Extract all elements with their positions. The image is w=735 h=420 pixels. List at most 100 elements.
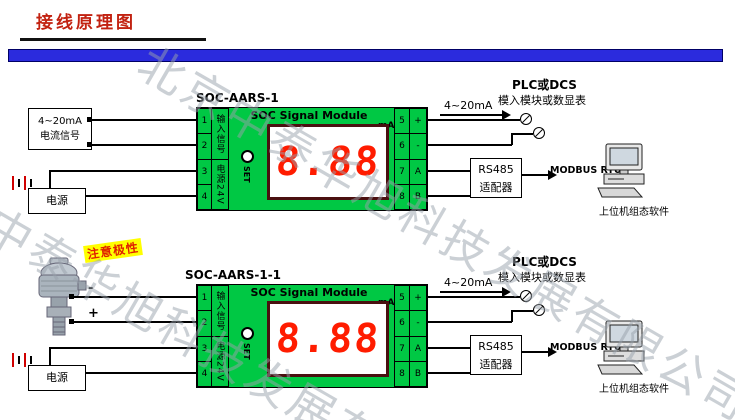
rs485-adapter-box: RS485 适配器 — [470, 158, 522, 198]
arrow-head-icon — [502, 287, 511, 297]
wire — [511, 133, 533, 135]
battery-icon — [12, 176, 32, 190]
modbus-rtu-label: MODBUS RTU — [550, 342, 622, 353]
terminal-plus: + — [409, 285, 427, 312]
terminal-plus: + — [409, 108, 427, 135]
terminal-a: A — [409, 158, 427, 185]
wire — [511, 310, 533, 312]
module-name-label: SOC-AARS-1-1 — [185, 268, 282, 282]
wire — [426, 119, 520, 121]
terminal-6: 6 — [394, 133, 410, 160]
arrow-head-icon — [502, 110, 511, 120]
module-name-label: SOC-AARS-1 — [196, 91, 279, 105]
wire-junction — [69, 294, 74, 299]
seven-segment-display: 8.88 — [267, 124, 389, 200]
wire-junction — [87, 117, 92, 122]
module-title: SOC Signal Module — [250, 109, 368, 122]
terminal-8: 8 — [394, 360, 410, 387]
input-signal-label: 输入信号 — [214, 290, 225, 331]
signal-range-label: 4~20mA — [37, 116, 83, 127]
left-terminal-column: 1 2 3 4 — [197, 285, 212, 387]
set-button-label: SET — [242, 343, 251, 360]
right-terminal-number-column: 5 6 7 8 — [394, 285, 410, 387]
display-value: 8.88 — [274, 316, 382, 362]
terminal-circle-icon — [520, 113, 532, 125]
wire — [426, 195, 470, 197]
wire — [426, 347, 470, 349]
wire — [72, 321, 196, 323]
output-range-label: 4~20mA — [444, 276, 493, 289]
terminal-a: A — [409, 335, 427, 362]
computer-icon — [597, 320, 645, 375]
terminal-4: 4 — [197, 360, 212, 387]
arrow-line — [440, 114, 502, 116]
current-signal-source-box: 4~20mA 电流信号 — [28, 108, 92, 150]
arrow-line — [522, 174, 548, 176]
soc-signal-module: 1 2 3 4 输入信号 电源24V SOC Signal Module mA … — [196, 284, 428, 388]
modbus-rtu-label: MODBUS RTU — [550, 165, 622, 176]
computer-icon — [597, 143, 645, 198]
plc-label: PLC或DCS — [512, 78, 577, 92]
terminal-5: 5 — [394, 108, 410, 135]
arrow-line — [440, 291, 502, 293]
terminal-4: 4 — [197, 183, 212, 210]
terminal-7: 7 — [394, 158, 410, 185]
polarity-note: 注意极性 — [83, 238, 143, 263]
wire — [426, 144, 512, 146]
terminal-1: 1 — [197, 108, 212, 135]
terminal-3: 3 — [197, 335, 212, 362]
wire — [72, 296, 196, 298]
set-button[interactable] — [241, 150, 254, 163]
wire — [49, 348, 51, 365]
wire — [49, 171, 51, 188]
terminal-label-column: 输入信号 电源24V — [211, 108, 229, 210]
power-supply-box: 电源 — [28, 365, 86, 391]
wire — [511, 134, 513, 145]
set-button-label: SET — [242, 166, 251, 183]
terminal-7: 7 — [394, 335, 410, 362]
terminal-minus: - — [409, 310, 427, 337]
terminal-circle-icon — [520, 290, 532, 302]
wire — [426, 321, 512, 323]
plc-sub-label: 模入模块或数显表 — [498, 271, 586, 284]
terminal-5: 5 — [394, 285, 410, 312]
wire-junction — [69, 319, 74, 324]
wire — [49, 347, 196, 349]
wire — [49, 170, 196, 172]
wire — [90, 144, 196, 146]
display-value: 8.88 — [274, 139, 382, 185]
terminal-label-column: 输入信号 电源24V — [211, 285, 229, 387]
soc-signal-module: 1 2 3 4 输入信号 电源24V SOC Signal Module mA … — [196, 107, 428, 211]
terminal-b: B — [409, 183, 427, 210]
output-range-label: 4~20mA — [444, 99, 493, 112]
divider-bar — [8, 49, 723, 62]
right-terminal-symbol-column: + - A B — [409, 285, 427, 387]
plus-polarity-label: + — [88, 306, 99, 321]
terminal-1: 1 — [197, 285, 212, 312]
adapter-label: 适配器 — [479, 358, 513, 371]
wire — [86, 195, 196, 197]
wire — [426, 296, 520, 298]
plc-label: PLC或DCS — [512, 255, 577, 269]
arrow-head-icon — [548, 347, 557, 357]
pressure-transmitter-icon — [38, 257, 87, 336]
wire-junction — [87, 142, 92, 147]
power-24v-label: 电源24V — [214, 340, 225, 382]
wire — [511, 311, 513, 322]
arrow-head-icon — [548, 170, 557, 180]
host-software-label: 上位机组态软件 — [599, 207, 669, 218]
page-title: 接线原理图 — [20, 10, 206, 41]
set-button[interactable] — [241, 327, 254, 340]
wire — [90, 119, 196, 121]
terminal-2: 2 — [197, 133, 212, 160]
wire — [426, 170, 470, 172]
terminal-3: 3 — [197, 158, 212, 185]
module-title: SOC Signal Module — [250, 286, 368, 299]
input-signal-label: 输入信号 — [214, 113, 225, 154]
power-24v-label: 电源24V — [214, 163, 225, 205]
wire — [426, 372, 470, 374]
terminal-2: 2 — [197, 310, 212, 337]
right-terminal-symbol-column: + - A B — [409, 108, 427, 210]
adapter-label: 适配器 — [479, 181, 513, 194]
